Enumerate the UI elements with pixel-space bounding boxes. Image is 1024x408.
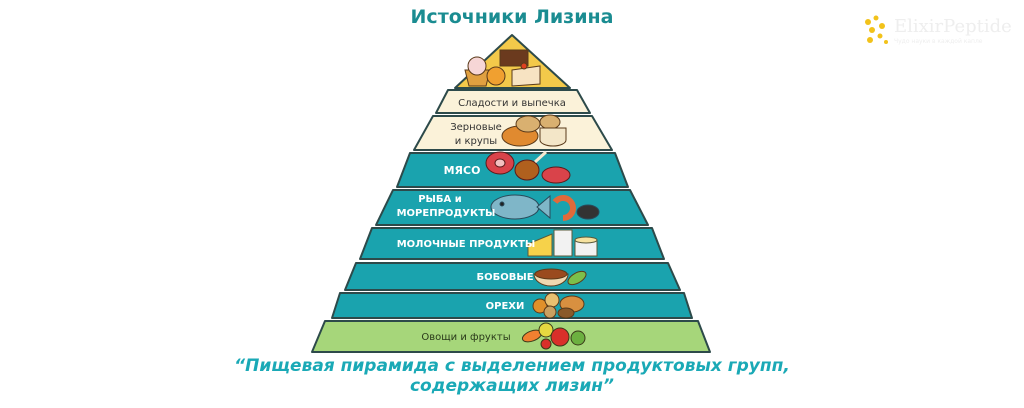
- caption-line-1: “Пищевая пирамида с выделением продуктов…: [234, 356, 790, 376]
- tier-legumes: [344, 262, 681, 291]
- page-title: Источники Лизина: [410, 6, 614, 28]
- fish-icon: [490, 194, 600, 221]
- tier-nuts: [331, 292, 693, 319]
- tier-sweets: [435, 89, 591, 114]
- caption: “Пищевая пирамида с выделением продуктов…: [0, 356, 1024, 396]
- logo-name: ElixirPeptide: [894, 16, 1012, 37]
- tier-label-nuts: ОРЕХИ: [486, 301, 525, 312]
- logo-tagline: Чудо науки в каждой капле: [894, 38, 983, 45]
- tier-label-grains-1: Зерновые: [450, 122, 502, 133]
- nuts-icon: [532, 292, 585, 319]
- meat-icon: [485, 150, 571, 184]
- tier-label-meat: МЯСО: [444, 164, 481, 177]
- tier-label-sweets: Сладости и выпечка: [458, 98, 566, 109]
- tier-vegetables: [311, 320, 711, 353]
- sweets-icon: [464, 49, 541, 87]
- dairy-icon: [527, 229, 598, 257]
- legumes-icon: [533, 268, 587, 287]
- vegetables-icon: [521, 322, 586, 350]
- tier-label-grains-2: и крупы: [455, 136, 497, 147]
- caption-line-2: содержащих лизин”: [409, 376, 614, 396]
- grains-icon: [501, 114, 567, 147]
- tier-label-vegetables: Овощи и фрукты: [421, 332, 510, 343]
- tier-label-dairy: МОЛОЧНЫЕ ПРОДУКТЫ: [397, 239, 536, 250]
- logo: ElixirPeptide Чудо науки в каждой капле: [862, 14, 1012, 50]
- tier-label-fish-2: МОРЕПРОДУКТЫ: [397, 208, 496, 219]
- molecule-icon: [865, 15, 888, 44]
- tier-label-fish-1: РЫБА и: [418, 194, 462, 205]
- tier-label-legumes: БОБОВЫЕ: [476, 272, 533, 283]
